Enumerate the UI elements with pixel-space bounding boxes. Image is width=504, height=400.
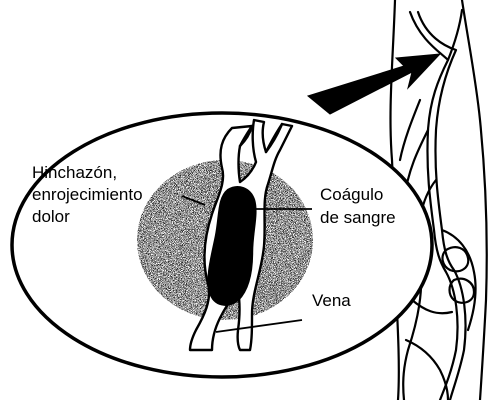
leg-vein-branch-5 (406, 340, 448, 400)
label-vein: Vena (312, 291, 351, 310)
label-swelling-line2: enrojecimiento (32, 185, 143, 204)
label-clot-line1: Coágulo (320, 185, 383, 204)
label-clot-line2: de sangre (320, 208, 396, 227)
pointer-arrow (308, 54, 440, 114)
leg-vein-loop-1 (443, 247, 469, 271)
label-swelling-line3: dolor (32, 207, 70, 226)
label-swelling-line1: Hinchazón, (32, 163, 117, 182)
